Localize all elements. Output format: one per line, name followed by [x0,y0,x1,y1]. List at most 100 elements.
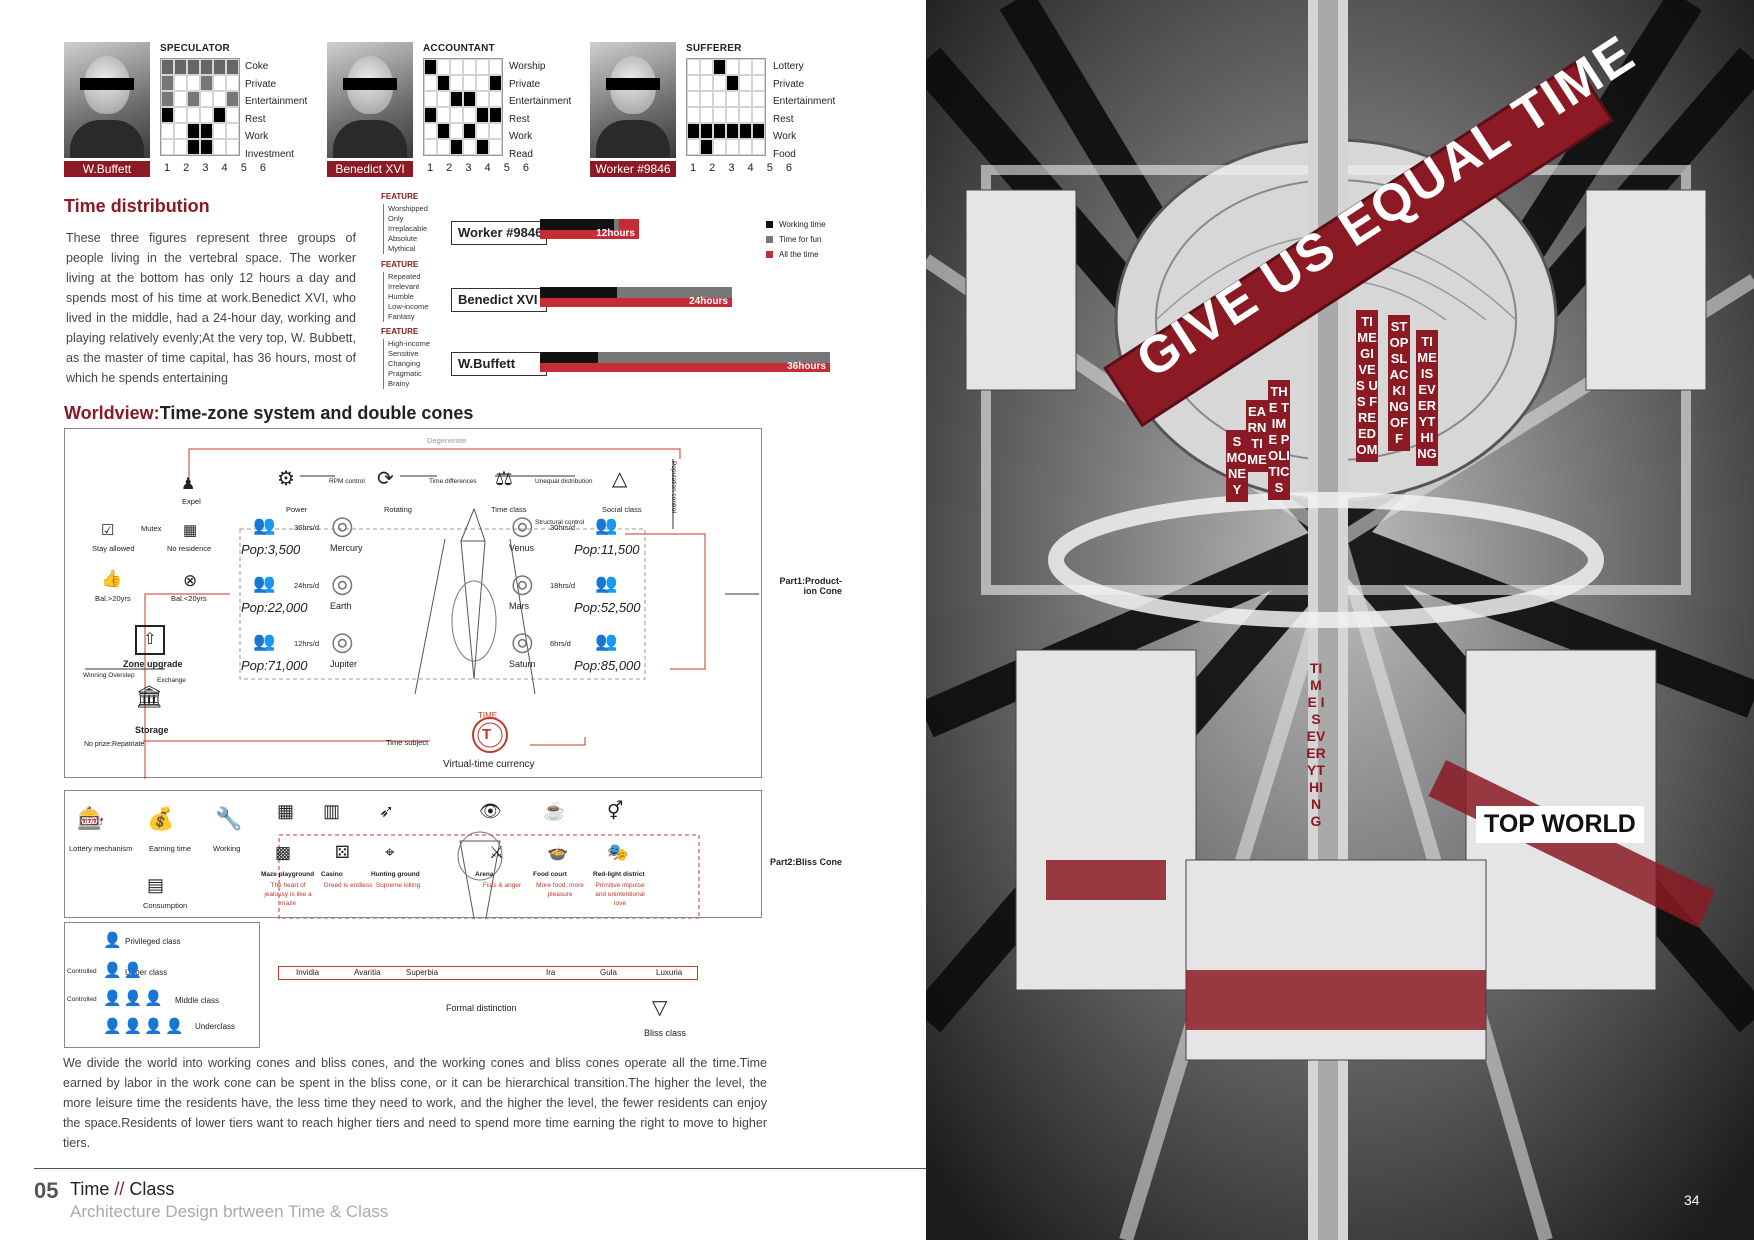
consumption-label: Consumption [143,901,188,910]
grid-cell [437,91,450,107]
planet-label: Saturn [509,659,536,669]
grid-cell [700,123,713,139]
bliss-place-icon: 🍲 [547,843,569,862]
grid-cell [187,59,200,75]
diagram-lines [85,448,759,779]
activity-icon: ▥ [323,801,341,821]
bliss-place-title: Red-light district [593,871,645,878]
grid-cell [226,123,239,139]
bliss-place-title: Maze playground [261,871,315,878]
grid-cell [213,75,226,91]
zone-upgrade-label: Zone upgrade [123,659,183,669]
grid-cell [713,91,726,107]
profile-role: ACCOUNTANT [423,43,495,54]
activity-icon: 👁 [479,801,502,821]
grid-cell [687,107,700,123]
planet-label: Earth [330,601,352,611]
activity-icon: ☕ [543,801,566,821]
grid-cell [437,139,450,155]
slogan-banner: THE TIME POLITICS [1268,380,1290,500]
storage-label: Storage [135,725,169,735]
grid-cell [752,91,765,107]
planet-label: Mars [509,601,529,611]
planet-icon: ◎ [331,568,354,598]
grid-cell [463,139,476,155]
grid-cell [226,59,239,75]
population-icon: 👥 [595,515,618,535]
time-grid [686,58,766,156]
grid-cell [476,139,489,155]
sin-label: Luxuria [656,968,683,977]
formal-distinction-label: Formal distinction [446,1003,517,1013]
grid-cell [213,107,226,123]
working-label: Working [213,844,241,853]
checklist-icon: ☑ [101,522,115,539]
population-icon: 👥 [253,515,276,535]
grid-cell [739,75,752,91]
building-icon: ▦ [183,522,198,539]
sin-label: Ira [546,968,556,977]
grid-cell [476,91,489,107]
poster-drawing [926,0,1754,1240]
person-icon: 👤👤 [103,962,145,979]
grid-cell [476,123,489,139]
grid-cell [713,59,726,75]
part1-label: Part1:Product-ion Cone [779,576,842,596]
sin-label: Superbia [406,968,439,977]
time-distribution-heading: Time distribution [64,196,210,216]
grid-cell [450,59,463,75]
grid-cell [450,107,463,123]
activity-icon: ▦ [277,801,295,821]
planet-label: Jupiter [330,659,358,669]
zone-upgrade-icon: ⇧ [135,625,165,655]
lottery-icon: 🎰 [77,806,105,831]
grid-cell [200,91,213,107]
grid-cell [739,139,752,155]
grid-cell [489,123,502,139]
grid-cell [752,59,765,75]
time-subject-label: Time subject [386,738,429,747]
profile-role: SPECULATOR [160,43,230,54]
grid-cell [174,123,187,139]
grid-cell [213,59,226,75]
degenerate-label: Degenerate [427,436,467,445]
grid-cell [187,123,200,139]
grid-cell [424,139,437,155]
pyramid-icon: △ [612,468,628,490]
grid-cell [174,107,187,123]
grid-cell [226,75,239,91]
grid-cell [489,107,502,123]
currency-label: Virtual-time currency [443,759,535,770]
grid-cell [752,139,765,155]
no-prize-label: No prize:Repatriate [84,741,145,748]
grid-cell [752,123,765,139]
grid-cell [739,123,752,139]
wrench-icon: 🔧 [215,806,243,831]
grid-cell [713,123,726,139]
grid-cell [726,91,739,107]
grid-cell [489,59,502,75]
money-hand-icon: 💰 [147,806,175,831]
grid-cell [752,107,765,123]
top-world-label: TOP WORLD [1476,806,1644,843]
grid-cell [174,59,187,75]
population-label: Pop:22,000 [241,600,308,615]
feature-label: FEATURE [381,327,419,336]
grid-cell [687,91,700,107]
engine-icon: ⚙ [277,468,295,490]
chart-legend: Working time Time for fun All the time [766,217,826,262]
chapter-number: 05 [34,1178,59,1203]
planet-icon: ◎ [511,626,534,656]
grid-cell [726,139,739,155]
figure-name-box: W.Buffett [451,352,547,376]
population-icon: 👥 [595,573,618,593]
chapter-title: Time // Class [70,1179,175,1199]
person-icon: 👤👤👤👤 [103,1018,186,1035]
feature-label: FEATURE [381,260,419,269]
grid-cell [187,139,200,155]
grid-cell [161,107,174,123]
grid-cell [161,75,174,91]
grid-cell [424,107,437,123]
